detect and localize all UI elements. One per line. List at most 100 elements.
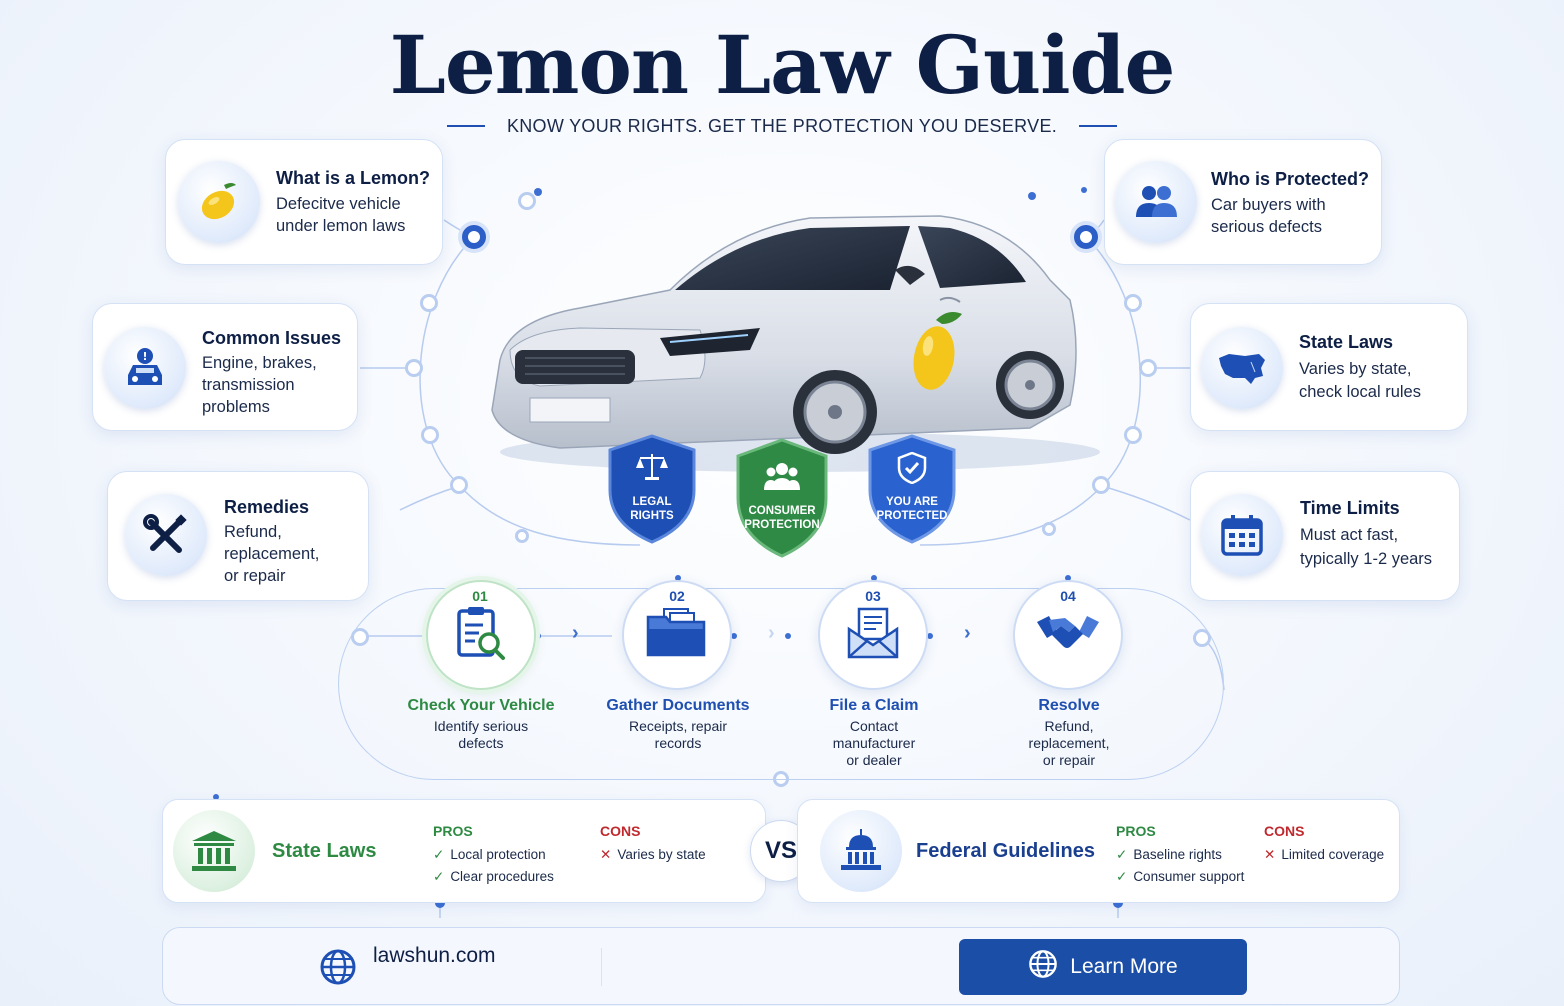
step-circle [622, 580, 732, 690]
step-desc-line: or dealer [846, 752, 902, 768]
card-title: Who is Protected? [1211, 169, 1370, 189]
card-remedies[interactable]: Remedies Refund, replacement, or repair [107, 471, 369, 601]
step-number: 01 [472, 588, 488, 604]
tools-icon [125, 494, 207, 576]
connector-node [1042, 522, 1056, 536]
subtitle-rule-left [446, 125, 485, 127]
shield-you-are-protected: YOU ARE PROTECTED [866, 434, 958, 544]
card-common-issues[interactable]: ! Common Issues Engine, brakes, transmis… [92, 303, 358, 431]
footer-divider [601, 948, 602, 986]
card-desc-line: Must act fast, [1300, 526, 1399, 544]
card-title: Time Limits [1300, 498, 1400, 518]
step-desc-line: records [654, 735, 702, 751]
shield-label-line: CONSUMER [748, 505, 816, 517]
vs-badge: VS [750, 820, 812, 882]
cons-item-text: Limited coverage [1281, 847, 1385, 862]
step-circle [426, 580, 536, 690]
connector-node [421, 426, 439, 444]
pros-heading: PROS [1116, 823, 1156, 839]
pros-heading: PROS [433, 823, 473, 839]
comparison-federal-guidelines[interactable]: Federal Guidelines PROS ✓Baseline rights… [797, 799, 1400, 903]
connector-node [515, 529, 529, 543]
connector-node [1124, 426, 1142, 444]
step-circle [1013, 580, 1123, 690]
cross-icon: ✕ [600, 847, 612, 862]
shield-label-line: PROTECTION [744, 519, 820, 531]
card-desc-line: serious defects [1211, 218, 1322, 236]
pros-item: ✓Local protection [433, 847, 546, 863]
step-desc-line: manufacturer [832, 735, 916, 751]
card-desc-line: problems [202, 398, 270, 416]
courthouse-icon [173, 810, 255, 892]
connector-node [450, 476, 468, 494]
car-warning-icon: ! [104, 327, 186, 409]
connector-node [1124, 294, 1142, 312]
shield-check-icon [897, 451, 927, 489]
card-desc-line: or repair [224, 567, 286, 585]
connector-node [462, 225, 486, 249]
shield-label-line: LEGAL [632, 496, 672, 508]
clipboard-search-icon [451, 603, 511, 668]
check-icon: ✓ [1116, 869, 1128, 884]
card-what-is-a-lemon[interactable]: What is a Lemon? Defecitve vehicle under… [165, 139, 443, 265]
shield-label-line: PROTECTED [876, 510, 948, 522]
card-desc-line: Car buyers with [1211, 196, 1326, 214]
card-who-is-protected[interactable]: Who is Protected? Car buyers with seriou… [1104, 139, 1382, 265]
shield-label: LEGAL RIGHTS [606, 495, 698, 523]
card-title: What is a Lemon? [276, 168, 431, 188]
card-state-laws[interactable]: State Laws Varies by state, check local … [1190, 303, 1468, 431]
connector-node [1139, 359, 1157, 377]
pros-item-text: Consumer support [1133, 869, 1245, 884]
card-title: State Laws [1299, 332, 1394, 352]
cons-item-text: Varies by state [617, 847, 706, 862]
people-icon [1115, 161, 1197, 243]
handshake-icon [1035, 610, 1101, 661]
cons-item: ✕ Varies by state [600, 847, 706, 863]
card-time-limits[interactable]: Time Limits Must act fast, typically 1-2… [1190, 471, 1460, 601]
card-desc-line: Engine, brakes, [202, 354, 317, 372]
comparison-state-laws[interactable]: State Laws PROS ✓Local protection ✓Clear… [162, 799, 766, 903]
step-desc-line: or repair [1042, 752, 1096, 768]
calendar-icon [1201, 494, 1283, 576]
page-title: Lemon Law Guide [389, 18, 1176, 112]
step-desc-line: Identify serious [433, 718, 529, 734]
pros-item: ✓Baseline rights [1116, 847, 1222, 863]
page-subtitle: KNOW YOUR RIGHTS. GET THE PROTECTION YOU… [506, 115, 1058, 136]
pros-item-text: Baseline rights [1133, 847, 1222, 862]
step-title: Gather Documents [606, 697, 750, 714]
step-desc-line: Receipts, repair [628, 718, 728, 734]
cons-heading: CONS [1264, 823, 1305, 839]
website-link[interactable]: lawshun.com [373, 944, 496, 967]
shield-label-line: YOU ARE [886, 496, 938, 508]
connector-node [1092, 476, 1110, 494]
learn-more-button[interactable]: Learn More [959, 939, 1247, 995]
pros-item-text: Local protection [450, 847, 546, 862]
globe-icon [1028, 949, 1058, 985]
comparison-title: State Laws [272, 840, 377, 862]
card-desc-line: transmission [202, 376, 295, 394]
card-desc-line: replacement, [224, 545, 320, 563]
us-map-icon [1201, 327, 1283, 409]
step-arrow-icon: › [768, 622, 775, 644]
envelope-icon [845, 605, 901, 666]
card-title: Common Issues [202, 328, 342, 348]
cross-icon: ✕ [1264, 847, 1276, 862]
card-desc-line: check local rules [1299, 383, 1421, 401]
shield-label: CONSUMER PROTECTION [734, 504, 830, 532]
connector-node [1074, 225, 1098, 249]
step-arrow-icon: › [964, 622, 971, 644]
step-arrow-icon: › [572, 622, 579, 644]
learn-more-label: Learn More [1070, 955, 1178, 978]
card-desc-line: under lemon laws [276, 217, 406, 235]
comparison-title: Federal Guidelines [916, 840, 1095, 862]
card-desc-line: Varies by state, [1299, 360, 1412, 378]
subtitle-row: KNOW YOUR RIGHTS. GET THE PROTECTION YOU… [0, 114, 1564, 138]
step-desc-line: replacement, [1028, 735, 1110, 751]
card-desc-line: Refund, [224, 523, 282, 541]
svg-text:!: ! [142, 350, 147, 363]
step-title: File a Claim [829, 697, 919, 714]
connector-node [405, 359, 423, 377]
step-number: 04 [1060, 588, 1076, 604]
group-icon [764, 460, 800, 497]
connector-node [420, 294, 438, 312]
